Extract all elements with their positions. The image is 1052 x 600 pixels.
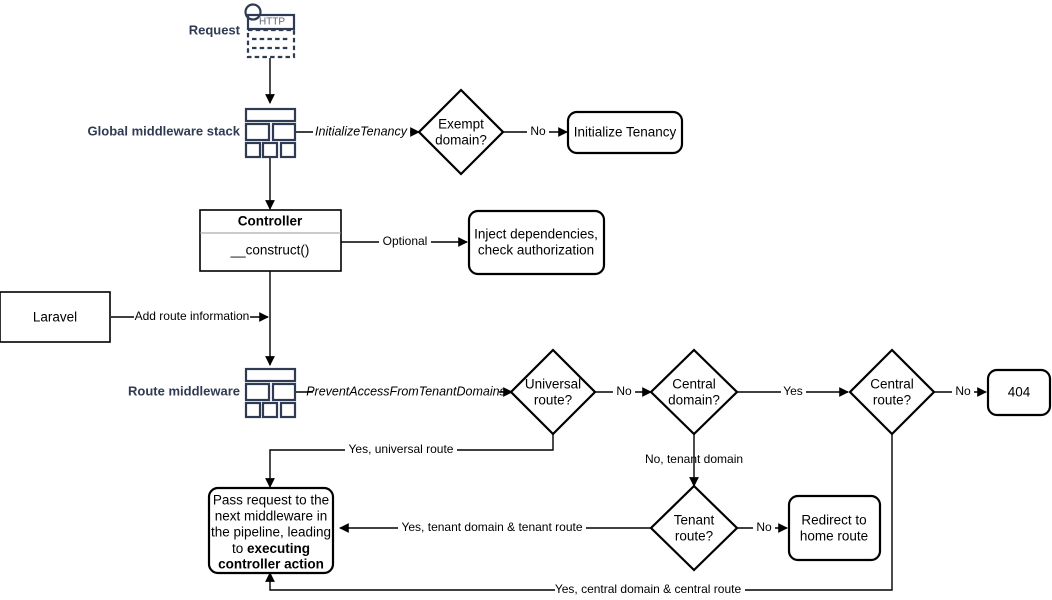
node-universal-route[interactable]: Universal route? bbox=[509, 348, 597, 436]
node-404-label: 404 bbox=[1008, 385, 1031, 400]
node-central-domain-line-1: Central bbox=[672, 377, 716, 392]
node-exempt-domain-line-2: domain? bbox=[435, 133, 487, 148]
node-pass-request-line-3: the pipeline, leading bbox=[211, 525, 331, 540]
node-pass-request-line-5: controller action bbox=[218, 557, 324, 572]
node-pass-request-line-4: to executing bbox=[232, 541, 310, 556]
edge-label-yes-universal-route: Yes, universal route bbox=[349, 442, 454, 456]
node-universal-route-line-1: Universal bbox=[525, 377, 581, 392]
node-central-domain-line-2: domain? bbox=[668, 393, 720, 408]
node-laravel-label: Laravel bbox=[33, 310, 77, 325]
node-exempt-domain-line-1: Exempt bbox=[438, 117, 484, 132]
edge-label-exempt-no: No bbox=[530, 124, 546, 138]
node-pass-request-line-4-bold: executing bbox=[247, 541, 310, 556]
edge-label-optional: Optional bbox=[383, 234, 428, 248]
node-central-route[interactable]: Central route? bbox=[848, 348, 936, 436]
edge-label-yes-tenant-domain-tenant-route: Yes, tenant domain & tenant route bbox=[401, 520, 582, 534]
node-initialize-tenancy-label: Initialize Tenancy bbox=[574, 125, 677, 140]
edge-label-prevent-access: PreventAccessFromTenantDomains bbox=[306, 384, 506, 398]
node-tenant-route-line-2: route? bbox=[675, 529, 713, 544]
node-universal-route-line-2: route? bbox=[534, 393, 572, 408]
node-laravel[interactable]: Laravel bbox=[0, 291, 111, 343]
middleware-stack-icon-route bbox=[244, 367, 297, 419]
node-central-route-line-2: route? bbox=[873, 393, 911, 408]
edge-label-central-domain-yes: Yes bbox=[783, 384, 803, 398]
node-tenant-route-line-1: Tenant bbox=[674, 513, 715, 528]
edge-label-no-tenant-domain: No, tenant domain bbox=[645, 452, 743, 466]
node-initialize-tenancy[interactable]: Initialize Tenancy bbox=[566, 110, 684, 155]
edge-label-tenant-route-no: No bbox=[756, 520, 772, 534]
label-global-middleware-stack: Global middleware stack bbox=[88, 123, 241, 138]
node-pass-request[interactable]: Pass request to the next middleware in t… bbox=[207, 486, 335, 575]
node-controller-header: Controller bbox=[238, 214, 303, 229]
edge-label-universal-no: No bbox=[616, 384, 632, 398]
node-pass-request-line-2: next middleware in bbox=[215, 509, 328, 524]
node-pass-request-line-1: Pass request to the bbox=[213, 493, 329, 508]
node-404[interactable]: 404 bbox=[986, 368, 1052, 417]
node-redirect-home-line-1: Redirect to bbox=[801, 513, 866, 528]
edge-label-yes-central-domain-central-route: Yes, central domain & central route bbox=[555, 582, 742, 596]
node-pass-request-line-4-prefix: to bbox=[232, 541, 247, 556]
middleware-stack-icon-global bbox=[244, 107, 297, 159]
node-inject-dependencies-line-2: check authorization bbox=[478, 243, 594, 258]
node-central-route-line-1: Central bbox=[870, 377, 914, 392]
node-tenant-route[interactable]: Tenant route? bbox=[649, 484, 739, 572]
node-redirect-home-line-2: home route bbox=[800, 529, 868, 544]
node-inject-dependencies[interactable]: Inject dependencies, check authorization bbox=[467, 209, 606, 276]
node-controller[interactable]: Controller __construct() bbox=[199, 209, 342, 272]
node-redirect-home[interactable]: Redirect to home route bbox=[787, 494, 882, 562]
node-exempt-domain[interactable]: Exempt domain? bbox=[417, 88, 505, 176]
http-icon-label: HTTP bbox=[259, 17, 285, 28]
edge-label-central-route-no: No bbox=[955, 384, 971, 398]
node-central-domain[interactable]: Central domain? bbox=[649, 348, 739, 436]
node-controller-body: __construct() bbox=[230, 243, 310, 258]
edge-label-add-route-information: Add route information bbox=[135, 309, 250, 323]
label-request: Request bbox=[189, 22, 241, 37]
edge-labels: InitializeTenancy No Optional Add route … bbox=[134, 124, 974, 598]
http-request-icon: HTTP bbox=[244, 3, 296, 59]
node-inject-dependencies-line-1: Inject dependencies, bbox=[474, 227, 598, 242]
label-route-middleware: Route middleware bbox=[128, 383, 240, 398]
edge-label-initialize-tenancy: InitializeTenancy bbox=[315, 124, 408, 138]
swimlane-labels: Request Global middleware stack Route mi… bbox=[88, 22, 241, 398]
